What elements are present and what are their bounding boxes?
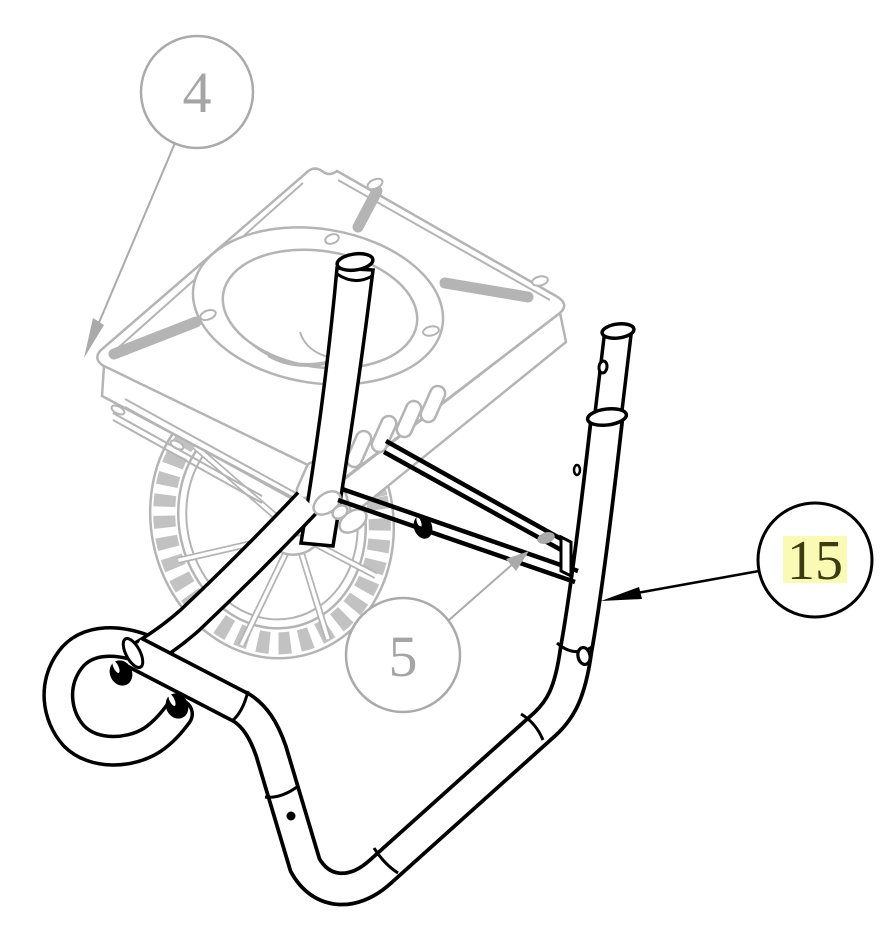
crossbar-end-bracket bbox=[559, 534, 573, 579]
callout-5-leader bbox=[448, 561, 516, 621]
support-frame-tube bbox=[42, 322, 636, 907]
crossbar-rivet bbox=[537, 532, 555, 544]
callout-4-label: 4 bbox=[183, 60, 212, 125]
wing-nut bbox=[312, 490, 368, 534]
plate-arms bbox=[108, 185, 534, 360]
callout-15-arrow bbox=[601, 587, 642, 601]
callout-5-balloon[interactable] bbox=[344, 596, 462, 714]
callout-15-label: 15 bbox=[787, 530, 843, 592]
crossbar bbox=[337, 439, 579, 585]
callout-4-leader bbox=[94, 142, 176, 333]
callout-15-highlight bbox=[783, 536, 847, 583]
upright-collar bbox=[585, 406, 629, 428]
callout-5[interactable]: 5 bbox=[344, 551, 529, 714]
upright-top-opening bbox=[600, 322, 636, 340]
callout-4[interactable]: 4 bbox=[84, 34, 255, 358]
callout-5-label: 5 bbox=[389, 624, 418, 689]
plate-holes bbox=[110, 177, 549, 451]
center-post bbox=[298, 251, 375, 548]
tube-joint-lines bbox=[231, 641, 593, 875]
callout-5-arrow bbox=[506, 551, 529, 571]
plate-side-grooves bbox=[112, 398, 304, 506]
tube-holes bbox=[286, 359, 609, 821]
callout-4-arrow bbox=[84, 318, 104, 358]
wheel-tread-pattern bbox=[153, 385, 391, 655]
callout-4-balloon[interactable] bbox=[139, 34, 255, 150]
post-top-opening bbox=[335, 251, 375, 273]
callout-15[interactable]: 15 bbox=[601, 501, 874, 619]
tube-open-end bbox=[121, 636, 145, 670]
callout-15-leader bbox=[636, 569, 760, 595]
